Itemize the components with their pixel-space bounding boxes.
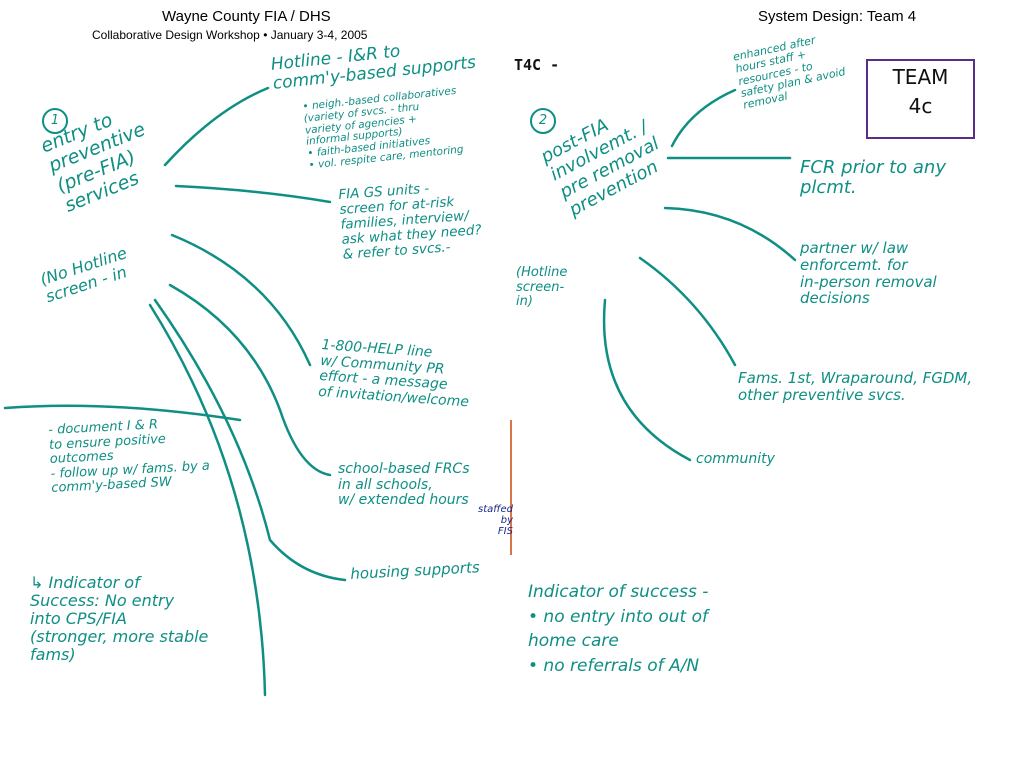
line-to-partner (663, 206, 797, 262)
staffed-by-fis: staffed by FIS (478, 504, 513, 538)
circle-number-1: 1 (42, 108, 68, 134)
page-title: Wayne County FIA / DHS (162, 8, 331, 25)
circle-number-2: 2 (530, 108, 556, 134)
team-box: TEAM 4c (866, 59, 975, 139)
team-heading: System Design: Team 4 (758, 8, 917, 25)
school-based-frcs: school-based FRCs in all schools, w/ ext… (338, 461, 470, 509)
document-follow-up: - document I & R to ensure positive outc… (47, 417, 211, 497)
line-to-document (3, 404, 242, 422)
arrow-to-help-line (170, 233, 312, 367)
team-box-label: TEAM 4c (892, 65, 949, 118)
help-line-1800: 1-800-HELP line w/ Community PR effort -… (317, 337, 470, 411)
page-subtitle: Collaborative Design Workshop • January … (92, 28, 368, 42)
fams-first-wraparound: Fams. 1st, Wraparound, FGDM, other preve… (738, 369, 973, 404)
fcr-prior-to-placement: FCR prior to any plcmt. (800, 157, 946, 199)
arrow-to-fia-gs (174, 184, 332, 204)
red-divider (510, 420, 512, 555)
line-to-community (602, 298, 692, 462)
line-to-fams (638, 256, 737, 367)
arrow-to-hotline (163, 86, 270, 167)
left-indicator-of-success: ↳ Indicator of Success: No entry into CP… (30, 573, 209, 664)
t4c-tag: T4C - (514, 56, 560, 74)
community-label: community (696, 451, 775, 467)
fia-gs-units: FIA GS units - screen for at-risk famili… (337, 180, 483, 264)
line-to-enhanced (670, 88, 737, 148)
line-to-indicator (148, 303, 267, 697)
arrow-to-school (168, 283, 332, 477)
right-indicator-of-success: Indicator of success - • no entry into o… (528, 582, 709, 676)
arrow-to-housing (153, 298, 347, 582)
hotline-screen-in-note: (Hotline screen- in) (516, 265, 568, 310)
partner-law-enforcement: partner w/ law enforcemt. for in-person … (800, 239, 937, 308)
